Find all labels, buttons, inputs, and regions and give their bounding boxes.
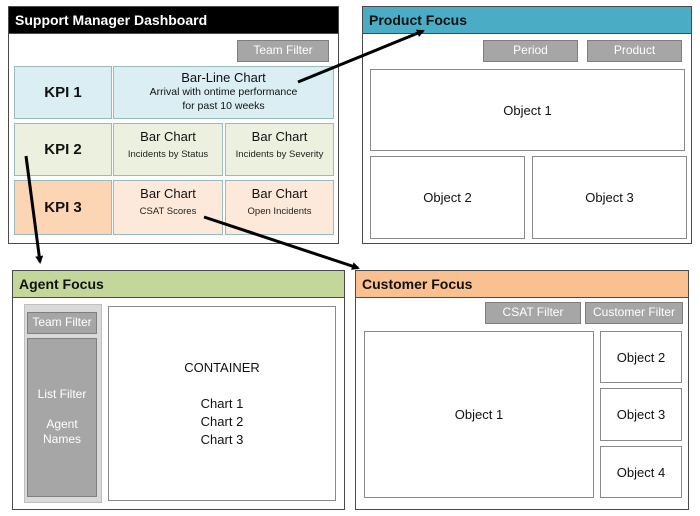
bar-line-chart-title: Bar-Line Chart — [181, 70, 266, 85]
customer-object-3[interactable]: Object 3 — [600, 388, 682, 441]
bar-line-chart-tile[interactable]: Bar-Line Chart Arrival with ontime perfo… — [113, 66, 334, 119]
arrow-csat-to-customer — [203, 215, 360, 270]
agent-list-filter[interactable]: List Filter Agent Names — [27, 338, 97, 497]
customer-focus-panel: Customer Focus CSAT Filter Customer Filt… — [355, 270, 689, 510]
customer-filter-button[interactable]: Customer Filter — [585, 302, 683, 324]
container-label: CONTAINER — [184, 359, 260, 375]
kpi-3-label: KPI 3 — [44, 199, 82, 216]
agent-team-filter-button[interactable]: Team Filter — [27, 312, 97, 334]
agent-container[interactable]: CONTAINER Chart 1 Chart 2 Chart 3 — [108, 306, 336, 501]
product-object-2[interactable]: Object 2 — [370, 156, 525, 239]
kpi-1-label: KPI 1 — [44, 84, 82, 101]
bar-chart-status-tile[interactable]: Bar Chart Incidents by Status — [113, 123, 223, 176]
product-object-3[interactable]: Object 3 — [532, 156, 687, 239]
bar-chart-status-sub: Incidents by Status — [127, 149, 209, 160]
arrow-kpi2-to-agent — [24, 155, 44, 264]
bar-line-chart-desc-2: for past 10 weeks — [182, 100, 265, 112]
agent-focus-panel: Agent Focus Team Filter List Filter Agen… — [12, 270, 345, 510]
chart-1-label: Chart 1 — [200, 395, 244, 411]
period-filter-button[interactable]: Period — [483, 40, 578, 62]
bar-line-chart-desc-1: Arrival with ontime performance — [149, 86, 298, 98]
bar-chart-csat-title: Bar Chart — [140, 186, 196, 201]
product-focus-title: Product Focus — [363, 7, 691, 34]
agent-focus-title: Agent Focus — [13, 271, 344, 298]
product-object-1[interactable]: Object 1 — [370, 69, 685, 151]
list-filter-label: List Filter — [37, 387, 87, 401]
customer-object-1[interactable]: Object 1 — [364, 331, 594, 498]
bar-chart-severity-title: Bar Chart — [251, 129, 308, 144]
bar-chart-csat-sub: CSAT Scores — [139, 206, 197, 217]
product-filter-button[interactable]: Product — [587, 40, 682, 62]
arrow-barline-to-product — [297, 29, 425, 84]
bar-chart-severity-tile[interactable]: Bar Chart Incidents by Severity — [225, 123, 334, 176]
team-filter-button[interactable]: Team Filter — [237, 40, 329, 62]
bar-chart-status-title: Bar Chart — [140, 129, 196, 144]
agent-names-label-1: Agent — [46, 417, 78, 431]
customer-object-4[interactable]: Object 4 — [600, 446, 682, 498]
bar-chart-csat-tile[interactable]: Bar Chart CSAT Scores — [113, 180, 223, 235]
customer-object-2[interactable]: Object 2 — [600, 331, 682, 383]
bar-chart-open-title: Bar Chart — [251, 186, 308, 201]
kpi-2-tile[interactable]: KPI 2 — [14, 123, 112, 176]
customer-focus-title: Customer Focus — [356, 271, 688, 298]
support-manager-title: Support Manager Dashboard — [9, 7, 338, 34]
support-manager-panel: Support Manager Dashboard Team Filter KP… — [8, 6, 339, 244]
chart-2-label: Chart 2 — [200, 413, 244, 429]
product-focus-panel: Product Focus Period Product Object 1 Ob… — [362, 6, 692, 244]
kpi-1-tile[interactable]: KPI 1 — [14, 66, 112, 119]
bar-chart-severity-sub: Incidents by Severity — [235, 149, 324, 160]
chart-3-label: Chart 3 — [200, 431, 244, 447]
bar-chart-open-sub: Open Incidents — [247, 206, 312, 217]
bar-chart-open-tile[interactable]: Bar Chart Open Incidents — [225, 180, 334, 235]
kpi-2-label: KPI 2 — [44, 141, 82, 158]
csat-filter-button[interactable]: CSAT Filter — [485, 302, 581, 324]
agent-names-label-2: Names — [42, 432, 81, 446]
